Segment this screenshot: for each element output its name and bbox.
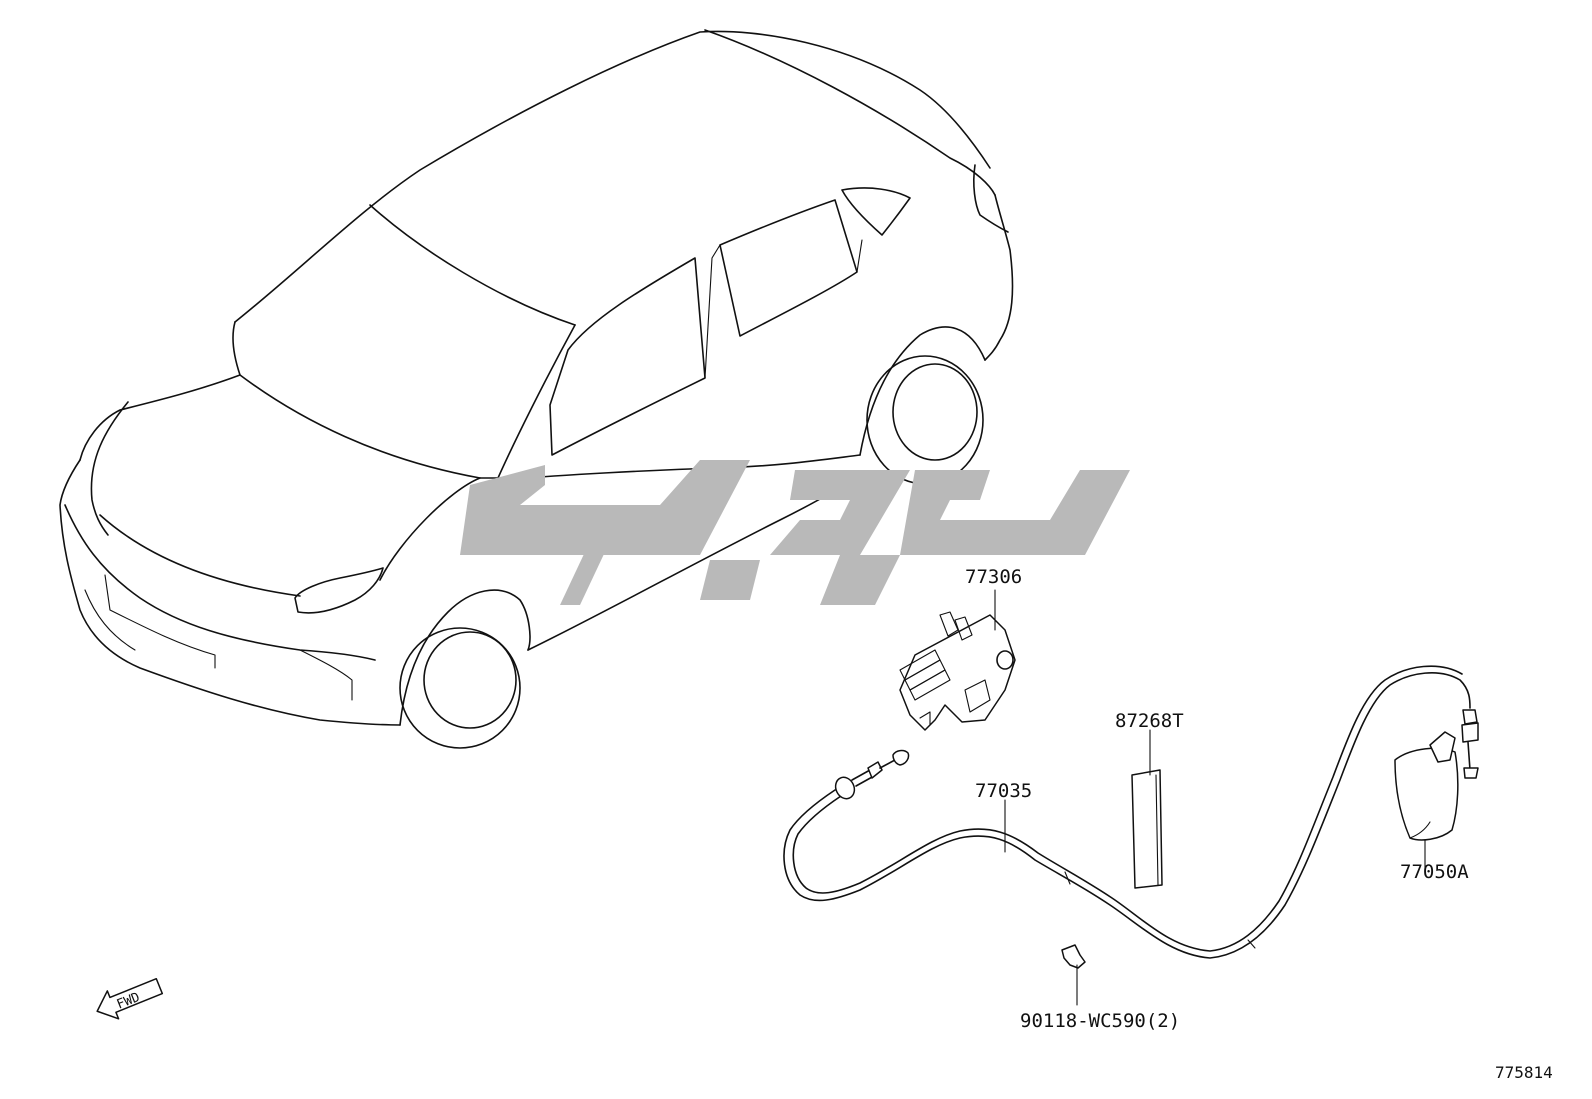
part-77306-drawing bbox=[899, 611, 1016, 731]
callout-87268T: 87268T bbox=[1115, 710, 1184, 732]
fwd-arrow: FWD bbox=[96, 977, 164, 1020]
callout-77306: 77306 bbox=[965, 566, 1022, 588]
callout-77050A: 77050A bbox=[1400, 861, 1469, 883]
part-87268T-drawing bbox=[1131, 769, 1163, 889]
diagram-id: 775814 bbox=[1495, 1063, 1553, 1082]
callout-90118-wc590: 90118-WC590(2) bbox=[1020, 1010, 1180, 1032]
part-90118-clip-drawing bbox=[1061, 944, 1086, 969]
car-outline bbox=[59, 29, 1014, 749]
callout-77035: 77035 bbox=[975, 780, 1032, 802]
part-77035-drawing bbox=[783, 665, 1479, 959]
part-77050A-drawing bbox=[1394, 731, 1459, 841]
watermark-logo bbox=[460, 460, 1130, 605]
